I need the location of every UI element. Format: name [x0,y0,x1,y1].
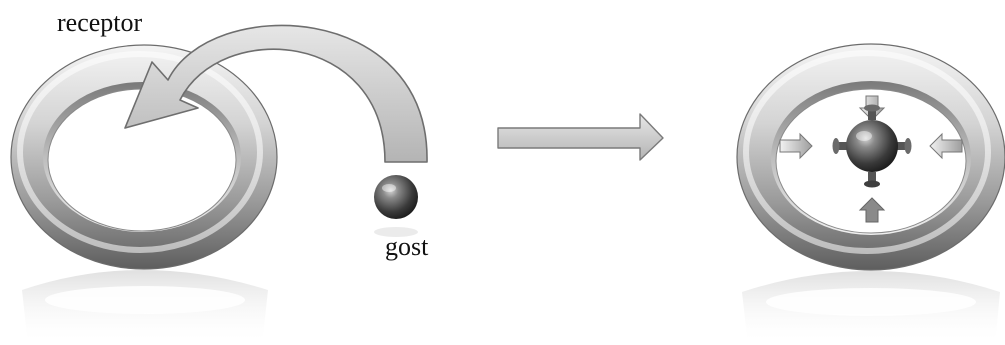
inward-arrow-left-icon [779,132,813,160]
guest-label: gost [385,232,429,261]
bound-sphere-icon [832,104,912,188]
sphere-guest-icon [374,175,418,237]
left-ring-reflection [22,270,268,345]
curved-arrow-icon [124,24,428,163]
torus-receptor-icon [10,44,278,270]
right-arrow-icon [497,113,664,161]
right-ring-reflection [742,271,1000,345]
inward-arrow-bottom-icon [858,197,886,223]
inward-arrow-right-icon [929,132,963,160]
receptor-label: receptor [57,8,143,37]
